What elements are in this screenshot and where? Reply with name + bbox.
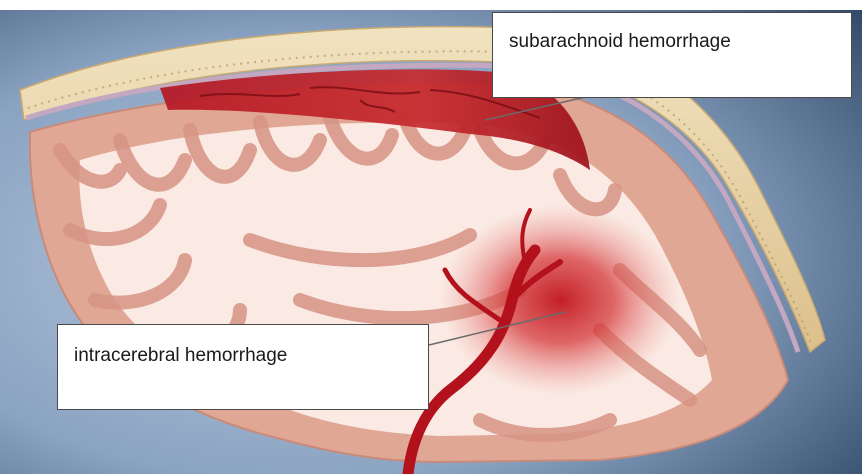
label-box-intracerebral: intracerebral hemorrhage xyxy=(57,324,429,410)
label-box-subarachnoid: subarachnoid hemorrhage xyxy=(492,12,852,98)
label-intracerebral-hemorrhage: intracerebral hemorrhage xyxy=(74,345,287,366)
label-subarachnoid-hemorrhage: subarachnoid hemorrhage xyxy=(509,31,731,52)
top-white-strip xyxy=(0,0,862,10)
